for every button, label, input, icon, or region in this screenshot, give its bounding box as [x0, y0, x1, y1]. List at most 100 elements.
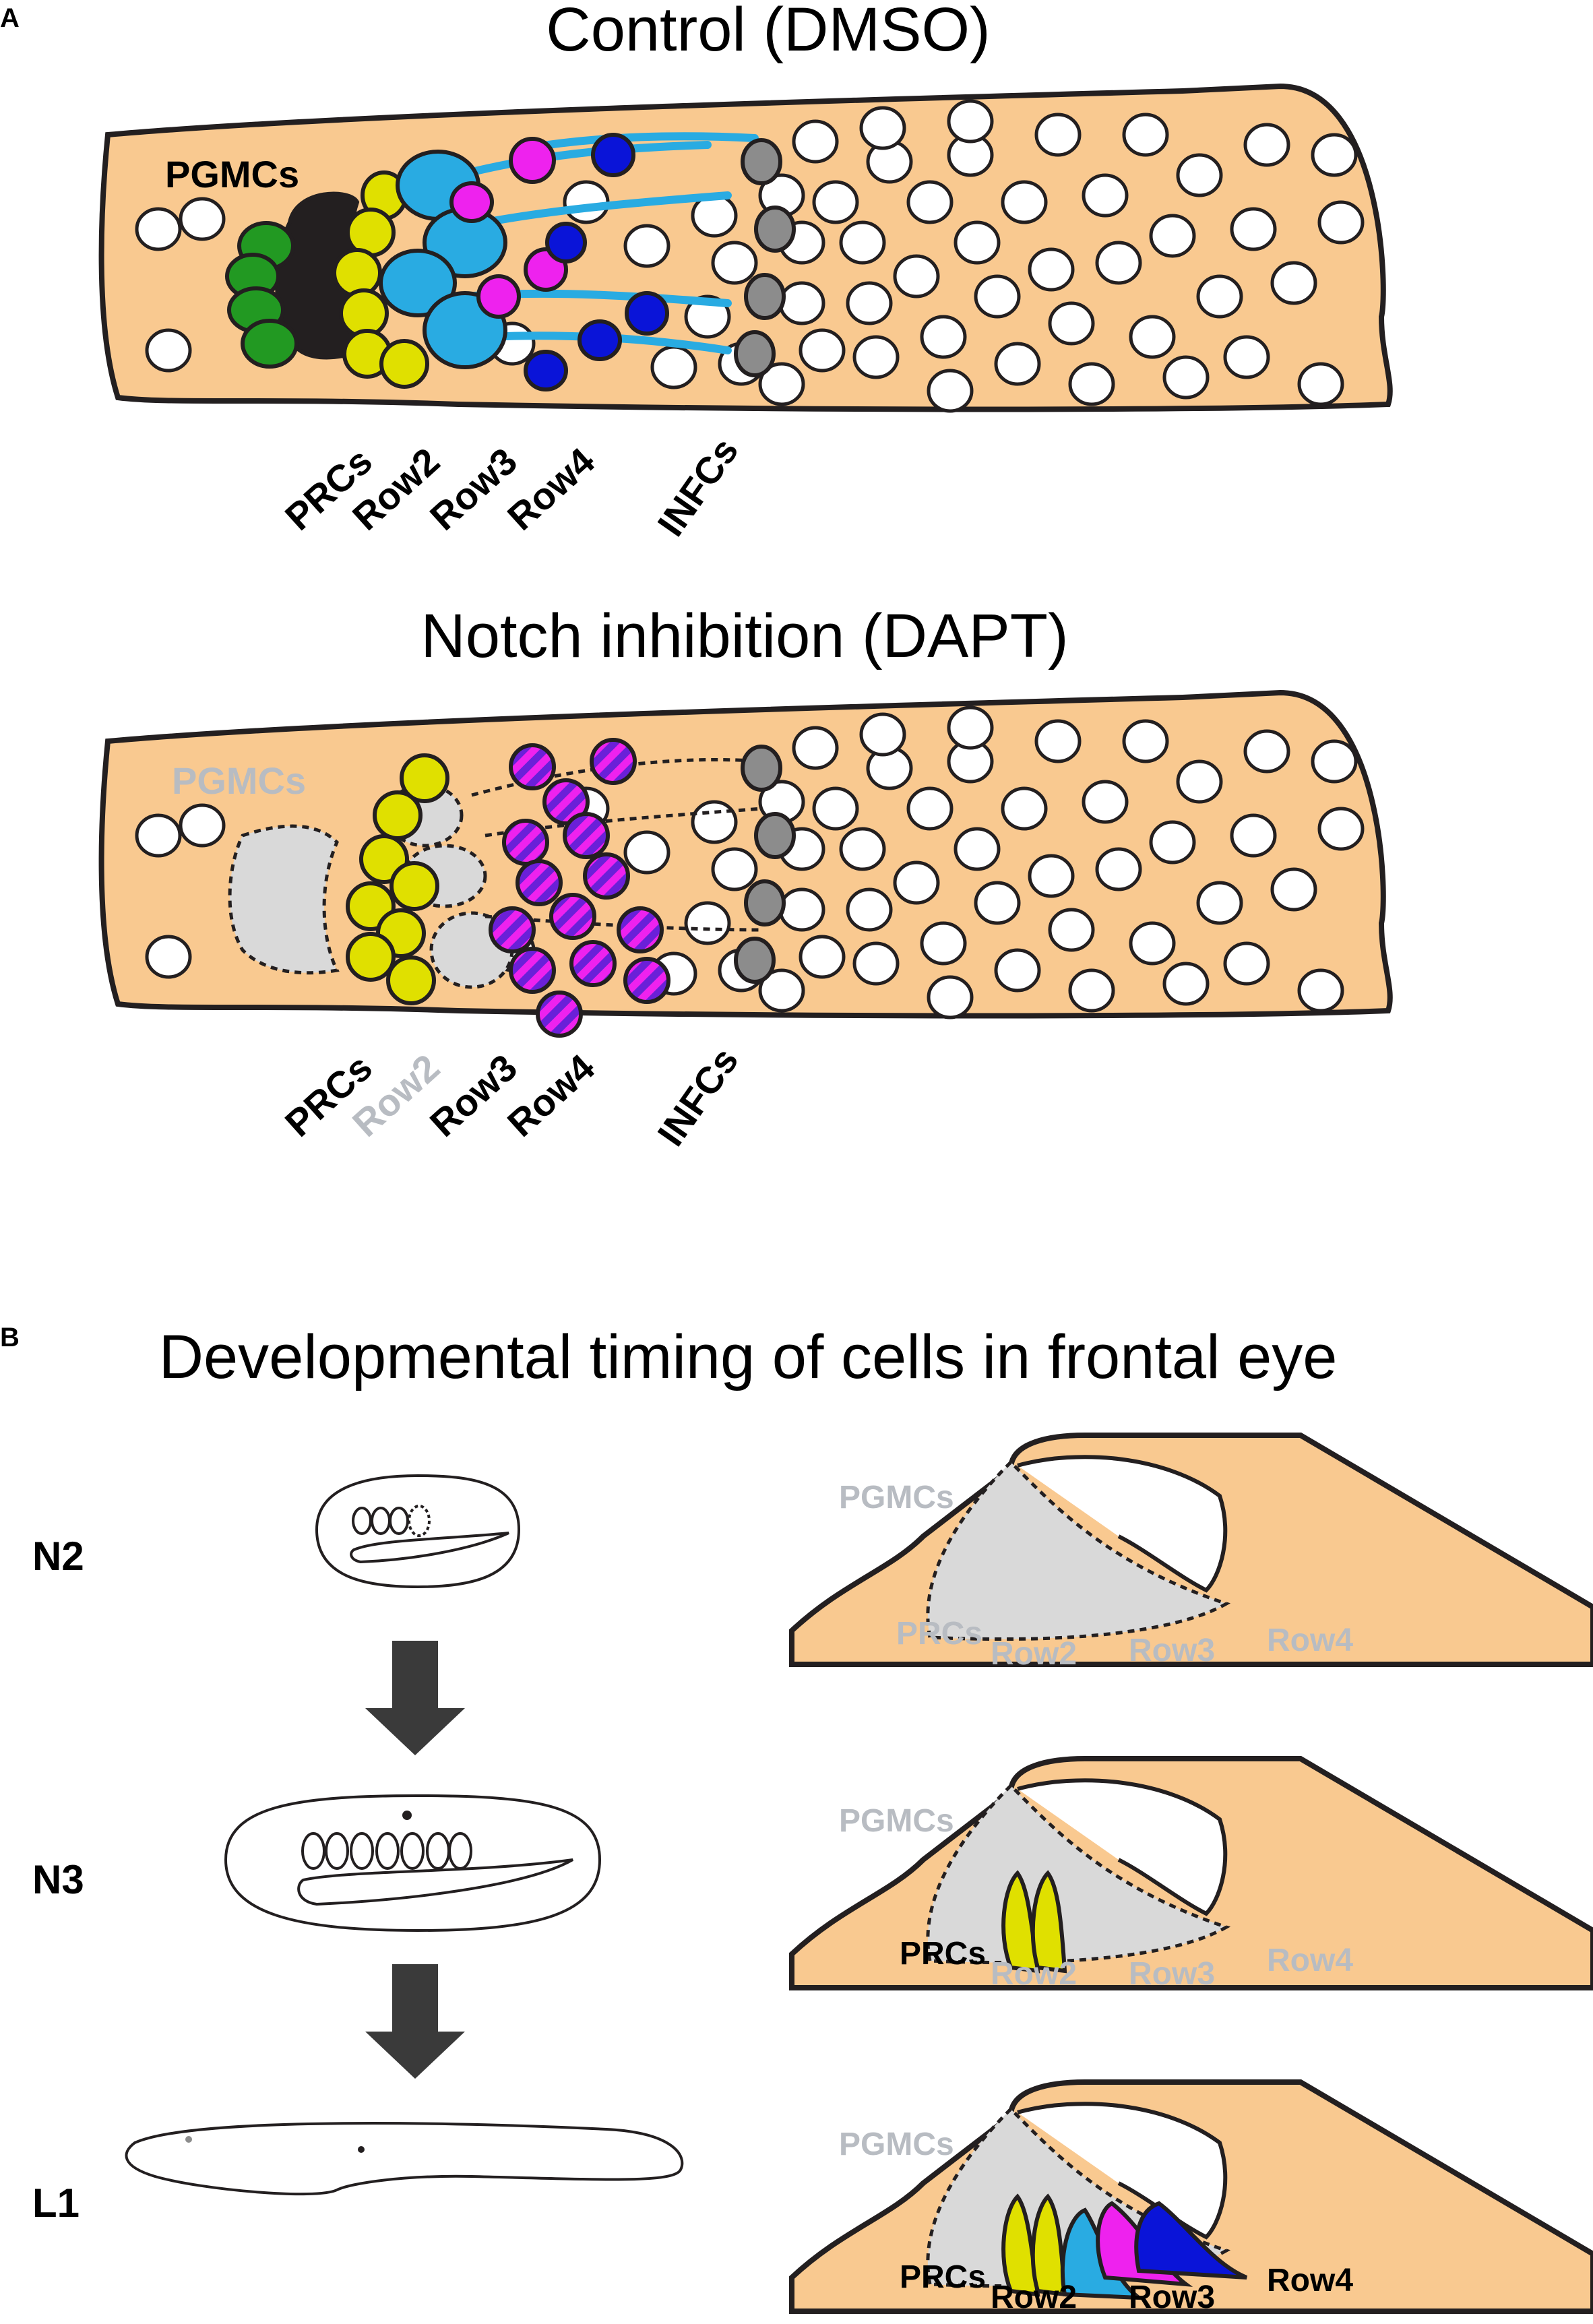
- dapt-label-infcs: INFCs: [649, 1040, 746, 1154]
- l1-label-row4: Row4: [1267, 2263, 1353, 2298]
- white-cell: [179, 803, 226, 848]
- n2-embryo-drawing: [315, 1474, 521, 1589]
- white-cell: [1082, 780, 1129, 824]
- control-title: Control (DMSO): [546, 0, 990, 64]
- n3-embryo-drawing: [224, 1794, 602, 1933]
- striped-cell: [536, 991, 583, 1038]
- control-pgmc-green-cells: [225, 221, 299, 369]
- white-cell: [563, 180, 610, 224]
- n2-label-prcs: PRCs: [896, 1616, 982, 1652]
- panel-a-letter: A: [0, 3, 20, 33]
- white-cell: [893, 860, 940, 905]
- white-cell: [1311, 133, 1358, 177]
- n3-label-prcs: PRCs: [900, 1936, 986, 1972]
- white-cell: [1001, 180, 1048, 224]
- white-cell: [145, 328, 192, 373]
- striped-cell: [549, 893, 596, 940]
- white-cell: [778, 281, 825, 325]
- white-cell: [623, 830, 670, 875]
- striped-cell: [509, 947, 556, 994]
- striped-cell: [583, 852, 630, 900]
- panel-b-letter: B: [0, 1323, 20, 1352]
- control-label-row3: Row3: [422, 439, 525, 538]
- l1-label-row3: Row3: [1129, 2280, 1215, 2315]
- white-cell: [994, 948, 1041, 993]
- l1-eye-cartoon: [789, 2079, 1593, 2314]
- white-cell: [1034, 719, 1082, 763]
- white-cell: [135, 207, 182, 251]
- dapt-title: Notch inhibition (DAPT): [420, 602, 1068, 670]
- white-cell: [1270, 261, 1317, 305]
- white-cell: [1230, 813, 1277, 858]
- n2-label-row4: Row4: [1267, 1623, 1353, 1658]
- striped-cell: [509, 743, 556, 790]
- white-cell: [846, 887, 893, 932]
- n2-label-row2: Row2: [991, 1636, 1077, 1672]
- white-cell: [839, 220, 886, 265]
- white-cell: [920, 315, 967, 359]
- white-cell: [852, 335, 900, 379]
- control-pgmc-label: PGMCs: [165, 153, 299, 195]
- n3-label-pgmcs: PGMCs: [839, 1803, 954, 1839]
- white-cell: [1196, 274, 1243, 319]
- white-cell: [1297, 362, 1344, 406]
- white-cell: [1297, 968, 1344, 1013]
- striped-cell: [617, 906, 664, 953]
- white-cell: [1196, 881, 1243, 925]
- white-cell: [974, 274, 1021, 319]
- dapt-white-cells: [135, 705, 1365, 1019]
- stage-label-l1: L1: [32, 2180, 80, 2226]
- white-cell: [1129, 315, 1176, 359]
- dapt-label-row3: Row3: [422, 1046, 525, 1145]
- n3-eye-cartoon: [789, 1756, 1593, 1990]
- white-cell: [799, 935, 846, 979]
- dapt-prc-cells: [346, 753, 449, 1005]
- white-cell: [927, 369, 974, 413]
- white-cell: [135, 813, 182, 858]
- white-cell: [1162, 962, 1210, 1006]
- white-cell: [1162, 355, 1210, 400]
- white-cell: [1317, 200, 1365, 245]
- stage-label-n2: N2: [32, 1534, 84, 1579]
- white-cell: [650, 345, 697, 389]
- n3-label-row2: Row2: [991, 1956, 1077, 1992]
- white-cell: [846, 281, 893, 325]
- dapt-row3-row4-mixed-cells: [489, 738, 670, 1038]
- white-cell: [859, 712, 906, 757]
- panel-b-title: Developmental timing of cells in frontal…: [159, 1323, 1338, 1391]
- white-cell: [623, 224, 670, 268]
- control-row-labels: PRCs Row2 Row3 Row4 INFCs: [277, 430, 747, 544]
- dapt-infc-cells: [734, 745, 796, 984]
- white-cell: [1068, 362, 1115, 406]
- white-cell: [1122, 113, 1169, 157]
- white-cell: [974, 881, 1021, 925]
- white-cell: [758, 968, 805, 1013]
- white-cell: [1243, 729, 1290, 774]
- dapt-pgmc-label: PGMCs: [172, 759, 306, 802]
- control-row4-cells: [524, 133, 669, 391]
- white-cell: [859, 106, 906, 150]
- striped-cell: [563, 812, 610, 859]
- white-cell: [1176, 153, 1223, 197]
- white-cell: [1149, 820, 1196, 865]
- control-tissue-diagram: PGMCs: [98, 83, 1393, 413]
- white-cell: [1270, 867, 1317, 912]
- white-cell: [947, 705, 994, 750]
- white-cell: [1095, 847, 1142, 891]
- white-cell: [711, 241, 758, 285]
- n2-eye-cartoon: [789, 1433, 1593, 1667]
- white-cell: [927, 975, 974, 1019]
- white-cell: [906, 180, 954, 224]
- white-cell: [920, 921, 967, 966]
- n2-eye-labels: PGMCs PRCs Row2 Row3 Row4: [839, 1480, 1353, 1672]
- white-cell: [1129, 921, 1176, 966]
- dapt-label-row4: Row4: [499, 1046, 602, 1145]
- white-cell: [954, 827, 1001, 871]
- white-cell: [1048, 908, 1095, 952]
- l1-label-pgmcs: PGMCs: [839, 2127, 954, 2162]
- control-prc-cells: [332, 170, 429, 389]
- striped-cell: [569, 940, 617, 987]
- l1-label-prcs: PRCs: [900, 2259, 986, 2295]
- white-cell: [1317, 807, 1365, 851]
